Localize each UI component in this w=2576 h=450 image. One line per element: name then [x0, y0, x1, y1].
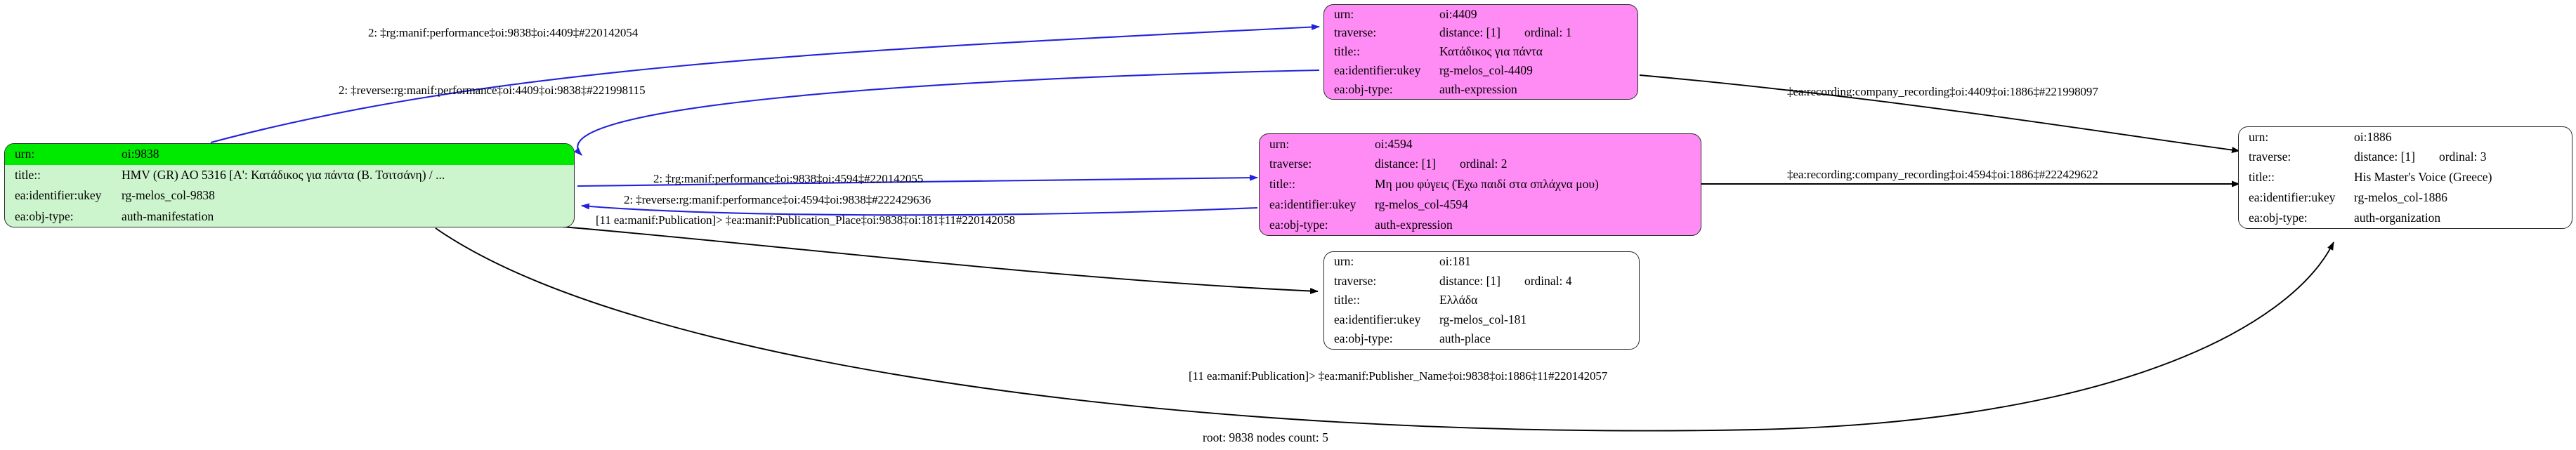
node-oi-181[interactable]: urn: oi:181 traverse: distance: [1] ordi…	[1323, 251, 1640, 350]
node-row-identifier: ea:identifier:ukey rg-melos_col-4594	[1260, 194, 1701, 215]
node-row-objtype: ea:obj-type: auth-organization	[2239, 208, 2572, 228]
node-row-title: title:: His Master's Voice (Greece)	[2239, 168, 2572, 188]
field-value-identifier: rg-melos_col-4409	[1439, 63, 1533, 78]
field-label-traverse: traverse:	[1334, 273, 1377, 288]
edge-label-e7: ‡ea:recording:company_recording‡oi:4409‡…	[1787, 85, 2098, 98]
edge-path-e4	[581, 203, 1258, 216]
field-value-ordinal: ordinal: 1	[1524, 25, 1572, 40]
edge-label-e4: 2: ‡reverse:rg:manif:performance‡oi:4594…	[624, 193, 931, 206]
field-value-urn: oi:1886	[2354, 129, 2392, 144]
field-label-urn: urn:	[1334, 254, 1354, 269]
field-value-urn: oi:181	[1439, 254, 1471, 269]
field-label-identifier: ea:identifier:ukey	[1334, 63, 1421, 78]
edge-path-e7	[1639, 74, 2240, 154]
field-value-urn: oi:9838	[122, 144, 574, 165]
node-row-objtype: ea:obj-type: auth-expression	[1324, 80, 1637, 99]
node-oi-4409[interactable]: urn: oi:4409 traverse: distance: [1] ord…	[1323, 4, 1638, 100]
field-label-title: title::	[15, 167, 41, 182]
field-value-objtype: auth-place	[1439, 331, 1491, 346]
field-label-objtype: ea:obj-type:	[1334, 331, 1393, 346]
node-row-urn: urn: oi:181	[1324, 252, 1639, 272]
edge-label-e6: [11 ea:manif:Publication]> ‡ea:manif:Pub…	[1189, 369, 1608, 383]
field-label-title: title::	[1334, 293, 1360, 307]
field-label-traverse: traverse:	[1334, 25, 1377, 40]
field-value-identifier: rg-melos_col-9838	[122, 188, 215, 202]
node-row-objtype: ea:obj-type: auth-expression	[1260, 215, 1701, 235]
edge-label-e5: [11 ea:manif:Publication]> ‡ea:manif:Pub…	[596, 213, 1015, 227]
node-oi-4594[interactable]: urn: oi:4594 traverse: distance: [1] ord…	[1259, 133, 1701, 236]
field-label-urn: urn:	[5, 144, 122, 165]
field-label-identifier: ea:identifier:ukey	[1269, 197, 1356, 212]
root-caption: root: 9838 nodes count: 5	[1203, 430, 1328, 444]
field-value-distance: distance: [1]	[2354, 150, 2415, 164]
edge-label-e1: 2: ‡rg:manif:performance‡oi:9838‡oi:4409…	[368, 26, 639, 39]
node-row-urn: urn: oi:9838	[5, 144, 574, 165]
field-value-objtype: auth-expression	[1439, 81, 1517, 96]
field-label-urn: urn:	[1269, 136, 1290, 151]
field-value-identifier: rg-melos_col-4594	[1375, 197, 1468, 212]
field-value-distance: distance: [1]	[1375, 157, 1436, 171]
field-label-traverse: traverse:	[2249, 150, 2291, 164]
field-label-identifier: ea:identifier:ukey	[15, 188, 102, 202]
field-label-title: title::	[1334, 44, 1360, 59]
field-label-title: title::	[2249, 170, 2275, 185]
field-value-objtype: auth-manifestation	[122, 209, 214, 223]
node-row-title: title:: Μη μου φύγεις (Έχω παιδί στα σπλ…	[1260, 175, 1701, 195]
field-value-title: Μη μου φύγεις (Έχω παιδί στα σπλάχνα μου…	[1375, 177, 1599, 192]
field-label-title: title::	[1269, 177, 1295, 192]
field-label-objtype: ea:obj-type:	[1269, 217, 1328, 232]
field-value-urn: oi:4594	[1375, 136, 1413, 151]
edge-label-e2: 2: ‡reverse:rg:manif:performance‡oi:4409…	[339, 84, 646, 97]
edge-path-e3	[577, 174, 1258, 187]
node-row-traverse: traverse: distance: [1] ordinal: 2	[1260, 154, 1701, 175]
edge-path-e2	[574, 69, 1320, 156]
node-row-urn: urn: oi:4594	[1260, 134, 1701, 154]
node-row-identifier: ea:identifier:ukey rg-melos_col-181	[1324, 310, 1639, 330]
node-row-title: title:: HMV (GR) AO 5316 [Α': Κατάδικος …	[5, 165, 574, 186]
field-value-distance: distance: [1]	[1439, 25, 1501, 40]
node-row-identifier: ea:identifier:ukey rg-melos_col-9838	[5, 185, 574, 206]
node-row-traverse: traverse: distance: [1] ordinal: 1	[1324, 24, 1637, 43]
edge-label-e8: ‡ea:recording:company_recording‡oi:4594‡…	[1787, 168, 2098, 181]
node-row-identifier: ea:identifier:ukey rg-melos_col-4409	[1324, 61, 1637, 80]
field-value-title: HMV (GR) AO 5316 [Α': Κατάδικος για πάντ…	[122, 167, 445, 182]
node-row-title: title:: Κατάδικος για πάντα	[1324, 43, 1637, 62]
node-row-title: title:: Ελλάδα	[1324, 291, 1639, 310]
field-label-urn: urn:	[2249, 129, 2269, 144]
field-value-ordinal: ordinal: 3	[2438, 150, 2487, 164]
field-value-title: His Master's Voice (Greece)	[2354, 170, 2492, 185]
field-value-objtype: auth-organization	[2354, 210, 2441, 225]
node-row-objtype: ea:obj-type: auth-place	[1324, 329, 1639, 349]
node-row-objtype: ea:obj-type: auth-manifestation	[5, 206, 574, 227]
edge-label-e3: 2: ‡rg:manif:performance‡oi:9838‡oi:4594…	[653, 172, 924, 185]
field-value-objtype: auth-expression	[1375, 217, 1453, 232]
edge-path-e1	[210, 24, 1320, 144]
field-value-ordinal: ordinal: 2	[1459, 157, 1508, 171]
node-row-urn: urn: oi:4409	[1324, 5, 1637, 24]
edge-path-e6	[435, 227, 2334, 432]
field-value-identifier: rg-melos_col-181	[1439, 312, 1527, 326]
edge-path-e5	[561, 226, 1319, 294]
node-oi-9838[interactable]: urn: oi:9838 title:: HMV (GR) AO 5316 [Α…	[4, 143, 575, 227]
field-label-identifier: ea:identifier:ukey	[1334, 312, 1421, 326]
node-oi-1886[interactable]: urn: oi:1886 traverse: distance: [1] ord…	[2238, 126, 2572, 229]
field-value-title: Κατάδικος για πάντα	[1439, 44, 1543, 59]
node-row-identifier: ea:identifier:ukey rg-melos_col-1886	[2239, 187, 2572, 208]
field-value-ordinal: ordinal: 4	[1524, 273, 1572, 288]
field-value-distance: distance: [1]	[1439, 273, 1501, 288]
field-value-identifier: rg-melos_col-1886	[2354, 190, 2447, 205]
field-label-traverse: traverse:	[1269, 157, 1312, 171]
field-label-objtype: ea:obj-type:	[1334, 81, 1393, 96]
field-label-identifier: ea:identifier:ukey	[2249, 190, 2336, 205]
field-value-urn: oi:4409	[1439, 6, 1477, 21]
field-label-objtype: ea:obj-type:	[15, 209, 74, 223]
field-label-urn: urn:	[1334, 6, 1354, 21]
field-label-objtype: ea:obj-type:	[2249, 210, 2308, 225]
node-row-traverse: traverse: distance: [1] ordinal: 4	[1324, 272, 1639, 291]
field-value-title: Ελλάδα	[1439, 293, 1478, 307]
node-row-traverse: traverse: distance: [1] ordinal: 3	[2239, 147, 2572, 168]
node-row-urn: urn: oi:1886	[2239, 127, 2572, 147]
